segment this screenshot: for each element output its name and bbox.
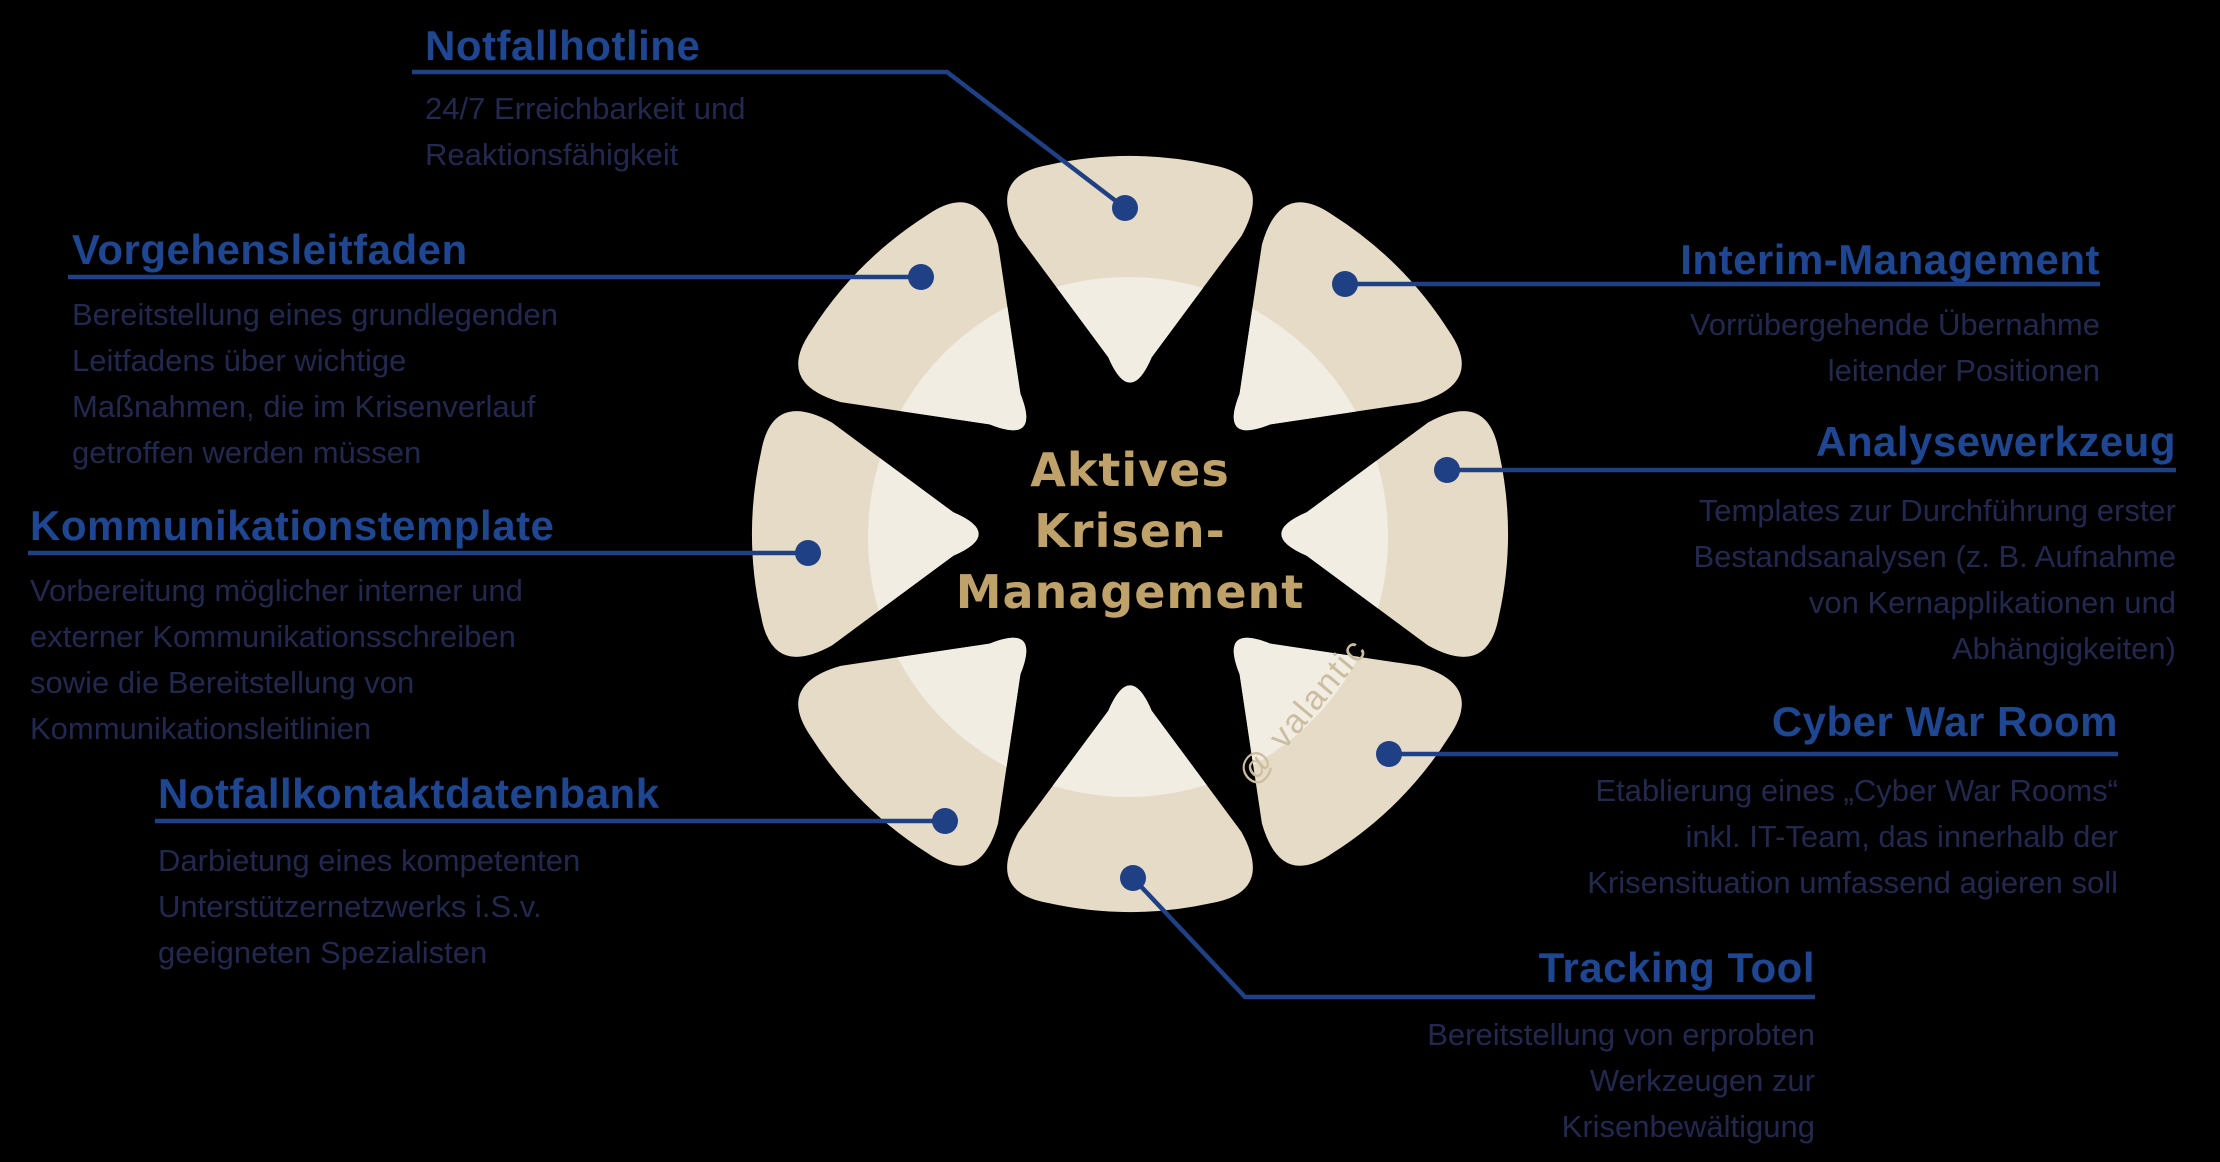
segment-desc-tracking-tool: Bereitstellung von erprobten Werkzeugen …: [1115, 1012, 1815, 1150]
desc-line: Bereitstellung von erprobten: [1427, 1017, 1815, 1052]
connector-dot-interim-management: [1332, 271, 1358, 297]
segment-title-cyber-war-room: Cyber War Room: [1771, 698, 2118, 745]
connector-dot-notfallhotline: [1112, 195, 1138, 221]
desc-line: Bestandsanalysen (z. B. Aufnahme: [1693, 539, 2176, 574]
petal-kommunikationstemplate: [752, 411, 979, 657]
segment-desc-analysewerkzeug: Templates zur Durchführung erster Bestan…: [1476, 488, 2176, 672]
desc-line: Reaktionsfähigkeit: [425, 137, 679, 172]
desc-line: 24/7 Erreichbarkeit und: [425, 91, 746, 126]
connector-dot-tracking-tool: [1120, 865, 1146, 891]
desc-line: inkl. IT-Team, das innerhalb der: [1685, 819, 2119, 854]
desc-line: Abhängigkeiten): [1951, 631, 2176, 666]
segment-title-analysewerkzeug: Analysewerkzeug: [1816, 418, 2176, 465]
desc-line: externer Kommunikationsschreiben: [30, 619, 516, 654]
desc-line: Maßnahmen, die im Krisenverlauf: [72, 389, 536, 424]
connector-line-tracking-tool: [1131, 876, 1815, 1000]
desc-line: Vorbereitung möglicher interner und: [30, 573, 523, 608]
desc-line: Bereitstellung eines grundlegenden: [72, 297, 559, 332]
desc-line: leitender Positionen: [1827, 353, 2100, 388]
segment-title-interim-management: Interim-Management: [1680, 236, 2100, 283]
segment-title-kommunikationstemplate: Kommunikationstemplate: [30, 502, 555, 549]
segment-title-tracking-tool: Tracking Tool: [1538, 944, 1815, 991]
connector-dot-cyber-war-room: [1376, 741, 1402, 767]
desc-line: Darbietung eines kompetenten: [158, 843, 581, 878]
segment-desc-kommunikationstemplate: Vorbereitung möglicher interner und exte…: [30, 568, 523, 752]
segment-desc-notfallhotline: 24/7 Erreichbarkeit und Reaktionsfähigke…: [425, 86, 746, 178]
center-title-line: Management: [955, 565, 1305, 619]
desc-line: Unterstützernetzwerks i.S.v.: [158, 889, 542, 924]
desc-line: Templates zur Durchführung erster: [1698, 493, 2176, 528]
connector-dot-notfallkontaktdatenbank: [932, 808, 958, 834]
desc-line: Kommunikationsleitlinien: [30, 711, 372, 746]
petal-notfallhotline: [1007, 156, 1253, 383]
connector-dot-vorgehensleitfaden: [908, 264, 934, 290]
desc-line: getroffen werden müssen: [72, 435, 422, 470]
desc-line: Leitfadens über wichtige: [72, 343, 407, 378]
desc-line: Werkzeugen zur: [1589, 1063, 1815, 1098]
segment-title-notfallkontaktdatenbank: Notfallkontaktdatenbank: [158, 770, 660, 817]
center-title-line: Krisen-: [1034, 504, 1226, 558]
segment-desc-notfallkontaktdatenbank: Darbietung eines kompetenten Unterstütze…: [158, 838, 580, 976]
desc-line: Krisenbewältigung: [1561, 1109, 1815, 1144]
segment-desc-interim-management: Vorrübergehende Übernahme leitender Posi…: [1500, 302, 2100, 394]
segment-desc-cyber-war-room: Etablierung eines „Cyber War Rooms“ inkl…: [1400, 768, 2118, 906]
connector-dot-analysewerkzeug: [1434, 457, 1460, 483]
desc-line: sowie die Bereitstellung von: [30, 665, 415, 700]
desc-line: von Kernapplikationen und: [1808, 585, 2176, 620]
segment-title-vorgehensleitfaden: Vorgehensleitfaden: [72, 226, 468, 273]
segment-desc-vorgehensleitfaden: Bereitstellung eines grundlegenden Leitf…: [72, 292, 558, 476]
desc-line: geeigneten Spezialisten: [158, 935, 488, 970]
desc-line: Vorrübergehende Übernahme: [1689, 307, 2100, 342]
connector-dot-kommunikationstemplate: [795, 540, 821, 566]
center-title-line: Aktives: [1030, 443, 1230, 497]
segment-title-notfallhotline: Notfallhotline: [425, 22, 701, 69]
petal-tracking-tool: [1007, 685, 1253, 912]
desc-line: Krisensituation umfassend agieren soll: [1587, 865, 2118, 900]
desc-line: Etablierung eines „Cyber War Rooms“: [1595, 773, 2118, 808]
center-title: Aktives Krisen- Management: [830, 440, 1430, 623]
connector-line-notfallhotline: [412, 69, 1127, 210]
